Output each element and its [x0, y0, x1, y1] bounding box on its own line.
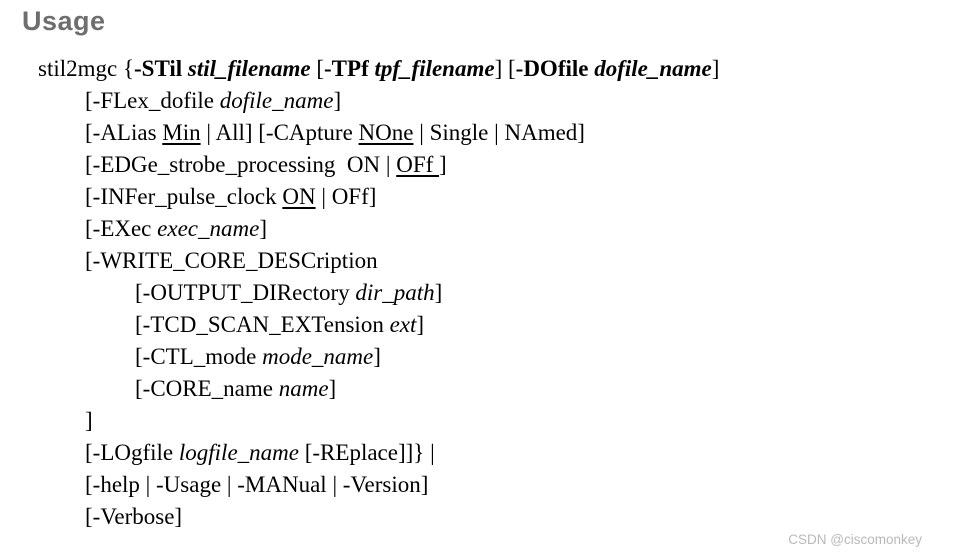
usage-line: [-OUTPUT_DIRectory dir_path] [38, 277, 719, 309]
usage-segment-plain: [-FLex_dofile [85, 88, 220, 113]
usage-segment-plain: ] [85, 408, 93, 433]
usage-line: [-FLex_dofile dofile_name] [38, 85, 719, 117]
usage-segment-underline: ON [282, 184, 316, 209]
usage-segment-plain: [-TCD_SCAN_EXTension [135, 312, 390, 337]
usage-segment-plain: ] [439, 152, 447, 177]
usage-segment-plain: [-CTL_mode [135, 344, 263, 369]
usage-segment-plain: ] [434, 280, 443, 305]
usage-segment-underline: Min [162, 120, 201, 145]
usage-segment-italic: name [278, 376, 329, 401]
usage-line: [-ALias Min | All] [-CApture NOne | Sing… [38, 117, 719, 149]
usage-syntax-block: stil2mgc {-STil stil_filename [-TPf tpf_… [38, 53, 719, 533]
usage-line: [-help | -Usage | -MANual | -Version] [38, 469, 719, 501]
usage-line: [-CTL_mode mode_name] [38, 341, 719, 373]
page-title: Usage [22, 6, 106, 36]
usage-segment-plain: [-LOgfile [85, 440, 179, 465]
usage-segment-italic: mode_name [262, 344, 374, 369]
usage-segment-plain: [ [310, 56, 325, 81]
usage-line: [-EDGe_strobe_processing ON | OFf ] [38, 149, 719, 181]
usage-lines: stil2mgc {-STil stil_filename [-TPf tpf_… [38, 53, 719, 533]
usage-line: [-EXec exec_name] [38, 213, 719, 245]
usage-segment-plain: [-INFer_pulse_clock [85, 184, 283, 209]
usage-segment-plain: [-WRITE_CORE_DESCription [85, 248, 378, 273]
usage-segment-bolditalic: tpf_filename [374, 56, 495, 81]
usage-line: [-TCD_SCAN_EXTension ext] [38, 309, 719, 341]
watermark: CSDN @ciscomonkey [788, 532, 922, 547]
usage-segment-bold: -TPf [324, 56, 369, 81]
usage-line: ] [38, 405, 719, 437]
usage-segment-plain: [-OUTPUT_DIRectory [135, 280, 356, 305]
usage-segment-plain: ] [ [494, 56, 516, 81]
usage-line: [-CORE_name name] [38, 373, 719, 405]
usage-segment-plain: [-EDGe_strobe_processing ON | [85, 152, 397, 177]
usage-segment-bold: -DOfile [515, 56, 589, 81]
usage-segment-plain: | OFf] [315, 184, 377, 209]
usage-segment-italic: exec_name [157, 216, 260, 241]
usage-line: [-LOgfile logfile_name [-REplace]]} | [38, 437, 719, 469]
usage-segment-plain: [-EXec [85, 216, 158, 241]
usage-segment-italic: ext [389, 312, 417, 337]
usage-line: [-Verbose] [38, 501, 719, 533]
usage-segment-plain: | Single | NAmed] [413, 120, 585, 145]
usage-segment-underline: NOne [358, 120, 414, 145]
usage-segment-italic: logfile_name [178, 440, 299, 465]
usage-line: stil2mgc {-STil stil_filename [-TPf tpf_… [38, 53, 719, 85]
usage-segment-plain: | All] [-CApture [200, 120, 359, 145]
usage-segment-bolditalic: dofile_name [594, 56, 712, 81]
usage-line: [-WRITE_CORE_DESCription [38, 245, 719, 277]
usage-segment-plain: ] [333, 88, 342, 113]
usage-segment-plain: ] [373, 344, 381, 369]
usage-segment-plain: ] [259, 216, 267, 241]
usage-segment-bold: -STil [134, 56, 183, 81]
usage-line: [-INFer_pulse_clock ON | OFf] [38, 181, 719, 213]
usage-segment-plain: [-help | -Usage | -MANual | -Version] [85, 472, 429, 497]
usage-segment-plain: [-ALias [85, 120, 163, 145]
usage-segment-plain: stil2mgc { [38, 56, 135, 81]
usage-segment-plain: [-CORE_name [135, 376, 279, 401]
usage-segment-plain: ] [711, 56, 720, 81]
usage-segment-plain: [-REplace]]} | [298, 440, 435, 465]
usage-segment-italic: dofile_name [219, 88, 334, 113]
usage-segment-bolditalic: stil_filename [187, 56, 311, 81]
usage-segment-plain: ] [328, 376, 337, 401]
usage-segment-plain: ] [416, 312, 425, 337]
usage-segment-underline: OFf [396, 152, 440, 177]
usage-segment-plain: [-Verbose] [85, 504, 183, 529]
usage-segment-italic: dir_path [355, 280, 435, 305]
